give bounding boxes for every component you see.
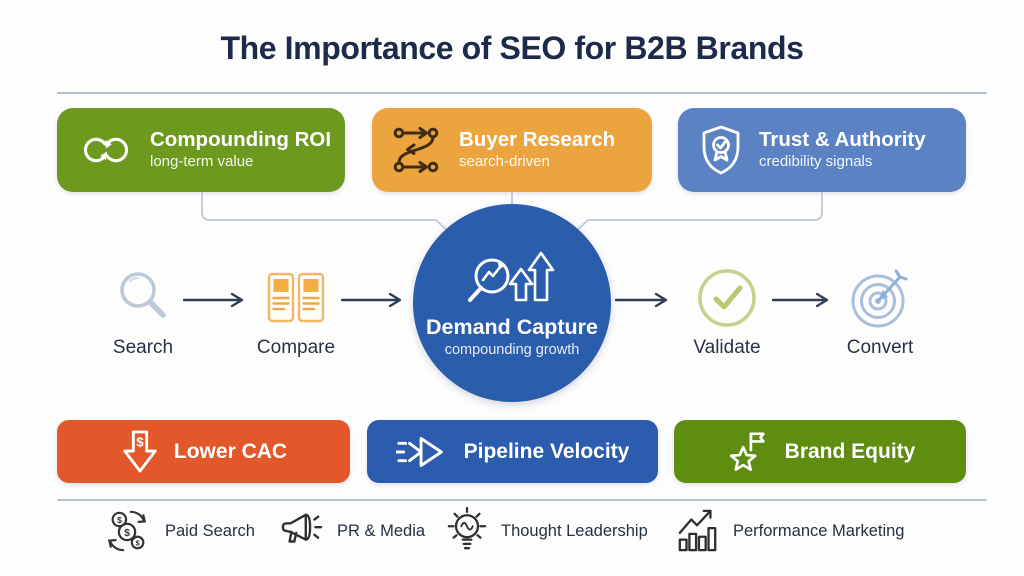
coins-cycle-icon: $ $ $ [104, 508, 152, 554]
step-label: Validate [693, 337, 761, 358]
outcome-pill-brand-equity: Brand Equity [674, 420, 966, 483]
svg-text:$: $ [135, 538, 140, 547]
step-validate: Validate [665, 264, 789, 359]
bar-chart-growth-icon [676, 509, 720, 553]
demand-capture-node: Demand Capture compounding growth [413, 204, 611, 402]
footer-divider [57, 499, 987, 501]
benefit-sublabel: credibility signals [759, 152, 873, 170]
journey-path-icon [392, 124, 444, 176]
benefit-pill-compounding-roi: Compounding ROI long-term value [57, 108, 345, 192]
benefit-pill-buyer-research: Buyer Research search-driven [372, 108, 652, 192]
shield-badge-icon [698, 124, 744, 176]
benefit-label: Trust & Authority [759, 128, 926, 152]
magnifier-icon [112, 264, 174, 332]
footer-item-pr-media: PR & Media [278, 505, 425, 557]
hub-label: Demand Capture [425, 315, 599, 339]
benefit-pill-trust-authority: Trust & Authority credibility signals [678, 108, 966, 192]
step-search: Search [81, 264, 205, 359]
step-label: Convert [846, 337, 914, 358]
svg-text:$: $ [124, 527, 130, 539]
flow-arrow [341, 292, 402, 308]
benefit-sublabel: search-driven [459, 152, 550, 170]
footer-label: Performance Marketing [733, 521, 905, 540]
flow-arrow [772, 292, 829, 308]
star-flag-icon [725, 427, 771, 477]
svg-text:$: $ [117, 515, 122, 525]
step-label: Search [112, 337, 174, 358]
footer-label: Thought Leadership [501, 521, 648, 540]
step-convert: Convert [818, 264, 942, 359]
dollar-down-arrow-icon: $ [120, 429, 160, 475]
footer-label: PR & Media [337, 521, 426, 540]
speed-arrows-icon [395, 432, 450, 472]
megaphone-icon [278, 510, 324, 552]
footer-item-thought-leadership: Thought Leadership [446, 505, 648, 557]
step-compare: Compare [234, 264, 358, 359]
outcome-label: Brand Equity [784, 439, 916, 463]
footer-item-performance-marketing: Performance Marketing [676, 505, 905, 557]
outcome-label: Lower CAC [173, 439, 288, 463]
page-title: The Importance of SEO for B2B Brands [220, 30, 804, 66]
target-arrow-icon [848, 264, 912, 332]
outcome-pill-pipeline-velocity: Pipeline Velocity [367, 420, 658, 483]
check-circle-icon [696, 264, 758, 332]
benefit-label: Compounding ROI [150, 128, 332, 152]
growth-search-icon [467, 248, 557, 310]
hub-sublabel: compounding growth [444, 342, 580, 358]
infinity-loop-icon [77, 130, 135, 170]
benefit-sublabel: long-term value [150, 152, 254, 170]
outcome-pill-lower-cac: $ Lower CAC [57, 420, 350, 483]
compare-pages-icon [267, 264, 325, 332]
lightbulb-icon [446, 507, 488, 555]
outcome-label: Pipeline Velocity [463, 439, 630, 463]
footer-item-paid-search: $ $ $ Paid Search [104, 505, 255, 557]
benefit-label: Buyer Research [459, 128, 616, 152]
svg-text:$: $ [136, 434, 144, 449]
title-divider [57, 92, 987, 94]
step-label: Compare [256, 337, 336, 358]
flow-arrow [615, 292, 668, 308]
footer-label: Paid Search [165, 521, 255, 540]
flow-arrow [183, 292, 244, 308]
